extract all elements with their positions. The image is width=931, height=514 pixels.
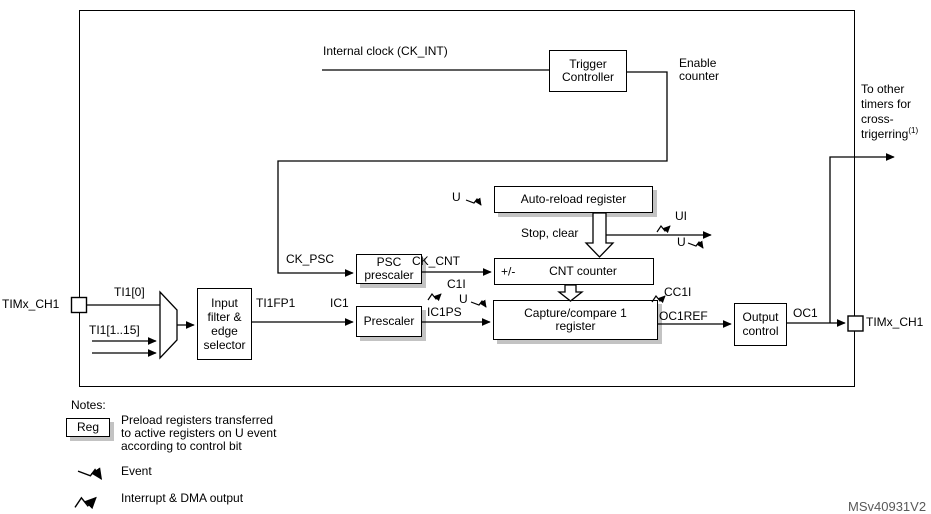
c1i-label: C1I [447,277,466,291]
count-direction-label: +/- [501,263,516,278]
enable-counter-label: Enable counter [679,56,720,83]
interrupt-legend-label: Interrupt & DMA output [121,491,244,505]
update-interrupt-label: UI [675,209,687,223]
update-event-label-arr: U [452,190,461,204]
cnt-counter-block: +/- CNT counter [494,258,654,285]
ic1ps-label: IC1PS [427,305,462,319]
internal-clock-label: Internal clock (CK_INT) [323,44,448,58]
ic1-label: IC1 [330,296,349,310]
timx-ch1-input-label: TIMx_CH1 [2,297,60,311]
preload-note-text: Preload registers transferred to active … [121,413,277,453]
trigger-controller-label: Trigger Controller [561,56,615,84]
prescaler-block: Prescaler [356,306,422,337]
auto-reload-register-block: Auto-reload register [494,186,653,213]
update-event-label-ccr: U [459,292,468,306]
update-event-label-branch: U [677,235,686,249]
footnote-marker: (1) [908,126,919,135]
interrupt-legend-icon [74,496,97,510]
ti1-range-label: TI1[1..15] [89,323,140,337]
reg-legend-box: Reg [66,418,110,437]
capture-compare-register-label: Capture/compare 1 register [524,305,627,333]
reg-legend-label: Reg [76,419,99,434]
ck-cnt-label: CK_CNT [412,254,461,268]
oc1ref-label: OC1REF [659,309,708,323]
ti1-0-label: TI1[0] [114,285,145,299]
event-legend-icon [77,467,103,481]
cc1i-label: CC1I [664,285,692,299]
output-control-label: Output control [742,310,779,338]
input-filter-label: Input filter & edge selector [203,296,246,352]
auto-reload-register-label: Auto-reload register [520,191,627,206]
input-filter-block: Input filter & edge selector [197,288,252,360]
notes-title: Notes: [71,398,106,412]
cross-trigger-label: To other timers for cross- trigerring(1) [861,82,919,141]
ti1fp1-label: TI1FP1 [256,296,296,310]
output-control-block: Output control [734,303,787,346]
psc-prescaler-label: PSC prescaler [364,254,414,282]
timx-ch1-output-label: TIMx_CH1 [866,315,924,329]
prescaler-label: Prescaler [363,313,415,328]
figure-reference-watermark: MSv40931V2 [848,499,927,514]
trigger-controller-block: Trigger Controller [549,50,627,92]
oc1-label: OC1 [793,306,818,320]
stop-clear-label: Stop, clear [521,226,579,240]
event-legend-label: Event [121,464,152,478]
cnt-counter-label: CNT counter [549,263,617,278]
capture-compare-register-block: Capture/compare 1 register [493,300,658,340]
ck-psc-label: CK_PSC [286,252,335,266]
